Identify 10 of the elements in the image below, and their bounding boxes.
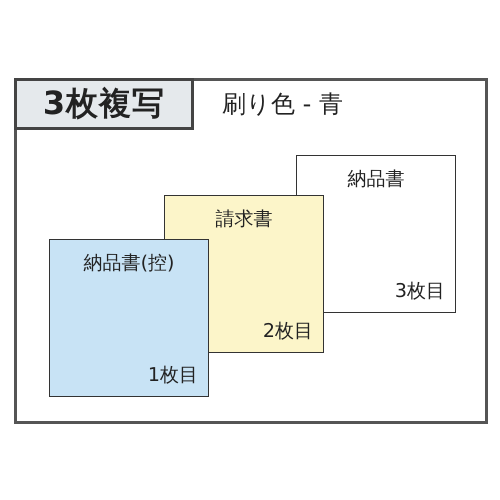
heading-text: 3枚複写 [42, 83, 166, 124]
sheet-number: 1枚目 [148, 363, 198, 388]
paper-sheet [49, 239, 209, 397]
print-color-note: 刷り色 - 青 [222, 89, 343, 120]
heading-tab [14, 78, 194, 130]
sheet-title: 納品書 [348, 167, 404, 192]
sheet-number: 2枚目 [262, 319, 313, 344]
sheet-number: 3枚目 [394, 279, 445, 304]
sheet-title: 請求書 [216, 207, 272, 232]
sheet-title: 納品書(控) [84, 251, 174, 276]
